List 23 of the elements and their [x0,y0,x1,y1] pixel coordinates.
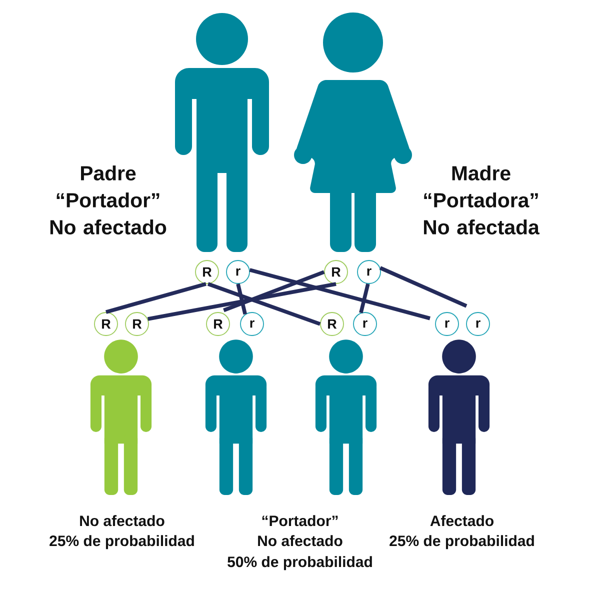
caption: No afectado [258,535,342,546]
person-label: Madre “Portadora” No afectada [424,166,540,234]
connector-line [249,268,430,320]
connector-line [223,270,325,312]
connector-line [207,282,321,326]
person-label: Padre “Portador” No afectado [50,166,166,234]
man-figure [175,13,269,252]
person-label: No afectado [80,515,164,526]
child-figure [205,340,267,495]
woman-figure [294,12,412,252]
child-figure [90,340,152,495]
connector-line [236,284,247,315]
caption: 50% de probabilidad [228,556,372,570]
connector-line [148,282,336,321]
connector-line [379,266,468,308]
person-label: 25% de probabilidad [50,535,194,550]
child-figure [428,340,490,495]
person-label: 25% de probabilidad [390,535,534,550]
connector-line [105,282,206,314]
child-figure [315,340,377,495]
caption: “Portador” [262,515,338,526]
connector-line [359,283,370,314]
person-label: Afectado [430,515,494,526]
